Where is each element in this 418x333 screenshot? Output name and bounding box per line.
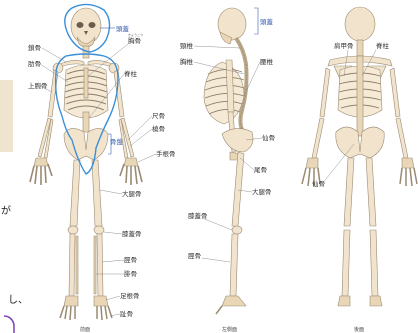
label-front-spine: 脊柱 (124, 69, 138, 78)
label-front-tarsal: 足根骨 (120, 291, 140, 300)
label-front-fibula: 腓骨 (124, 269, 137, 278)
left-edge-image-fragment (0, 80, 13, 152)
label-front-femur: 大腿骨 (122, 189, 142, 198)
side-labels: 頭蓋 頸椎 胸椎 腰椎 仙骨 尾骨 大腿骨 膝蓋骨 脛骨 左側面 (180, 8, 275, 333)
label-side-skull: 頭蓋 (260, 17, 274, 26)
label-side-sacrum: 仙骨 (262, 133, 275, 142)
label-front-sternum: 胸骨 (128, 36, 141, 45)
label-back-sacrum: 仙骨 (312, 179, 325, 188)
label-front-clavicle: 鎖骨 (28, 43, 41, 52)
caption-front: 前面 (80, 326, 90, 333)
purple-circle-marker (4, 316, 14, 333)
label-front-pelvis: 骨盤 (110, 137, 124, 146)
left-text-ga: が (1, 204, 11, 217)
label-side-tibia: 脛骨 (188, 252, 201, 260)
caption-side: 左側面 (222, 326, 237, 333)
label-side-cervical: 頸椎 (180, 41, 194, 50)
label-front-tibia: 脛骨 (124, 256, 137, 264)
caption-back: 後面 (354, 326, 364, 333)
label-front-ulna: 尺骨 (152, 112, 165, 120)
label-side-lumbar: 腰椎 (260, 57, 274, 66)
left-text-shi: し、 (8, 294, 28, 306)
label-back-spine: 脊柱 (376, 41, 390, 50)
label-front-patella: 膝蓋骨 (122, 229, 142, 238)
label-front-radius: 橈骨 (152, 124, 165, 133)
label-front-rib: 肋骨 (28, 59, 41, 68)
back-skeleton (302, 7, 417, 306)
label-front-humerus: 上腕骨 (28, 81, 48, 90)
label-side-patella: 膝蓋骨 (188, 211, 208, 220)
label-back-scapula: 肩甲骨 (334, 41, 354, 50)
label-front-phalanges: 趾骨 (120, 309, 133, 318)
label-front-carpal: 手根骨 (156, 149, 176, 158)
label-front-skull: 頭蓋 (116, 24, 130, 33)
label-side-thoracic: 胸椎 (180, 57, 194, 66)
label-side-femur: 大腿骨 (252, 187, 272, 196)
side-skeleton (204, 8, 253, 314)
label-side-coccyx: 尾骨 (254, 166, 267, 174)
